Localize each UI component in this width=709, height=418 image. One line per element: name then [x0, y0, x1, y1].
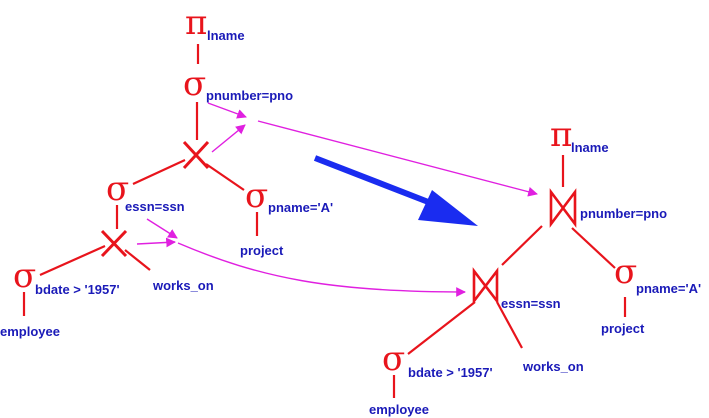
right-relation-project: project: [601, 321, 645, 336]
right-join-top-label: pnumber=pno: [580, 206, 667, 221]
magenta-arrows: [136, 102, 538, 297]
edge-join-top-join-bottom: [501, 225, 543, 266]
arrow-point-to-right-join-top: [257, 120, 538, 197]
left-select-essn-label: essn=ssn: [125, 199, 185, 214]
left-cross-top: [182, 140, 210, 170]
right-project-attr: lname: [571, 140, 609, 155]
right-join-bottom-label: essn=ssn: [501, 296, 561, 311]
edge-cross-sigma-bdate: [39, 244, 106, 277]
edge-cross-sigma-essn: [132, 159, 186, 185]
left-select-join-symbol: σ: [183, 64, 206, 104]
left-select-bdate-symbol: σ: [13, 256, 36, 296]
edge-join-bottom-sigma-bdate: [407, 301, 476, 355]
edge-join-bottom-works-on: [496, 301, 523, 349]
right-relation-works-on: works_on: [522, 359, 584, 374]
left-select-pname-label: pname='A': [268, 200, 333, 215]
left-select-join-label: pnumber=pno: [206, 88, 293, 103]
right-tree-edges: [392, 155, 627, 398]
right-join-top: [549, 188, 577, 228]
right-select-pname-symbol: σ: [614, 252, 637, 292]
left-relation-project: project: [240, 243, 284, 258]
right-select-bdate-label: bdate > '1957': [408, 365, 493, 380]
right-project-symbol: π: [550, 115, 572, 155]
right-join-bottom: [472, 267, 499, 305]
left-relation-employee: employee: [0, 324, 60, 339]
left-select-essn-symbol: σ: [106, 169, 129, 209]
left-cross-bottom: [100, 229, 128, 258]
right-select-pname-label: pname='A': [636, 281, 701, 296]
right-relation-employee: employee: [369, 402, 429, 417]
edge-cross-works-on: [124, 249, 151, 271]
left-tree-edges: [22, 44, 259, 316]
left-select-bdate-label: bdate > '1957': [35, 282, 120, 297]
arrow-cross-to-point: [211, 124, 246, 153]
left-project-symbol: π: [185, 3, 207, 43]
arrow-point-to-right-join-bottom: [177, 242, 466, 297]
left-relation-works-on: works_on: [152, 278, 214, 293]
arrow-sigma-label-to-point: [207, 102, 247, 119]
left-project-attr: lname: [207, 28, 245, 43]
right-select-bdate-symbol: σ: [382, 339, 405, 379]
edge-cross-sigma-pname: [205, 163, 245, 191]
arrow-essn-label-to-point: [146, 218, 178, 239]
transformation-arrow: [313, 155, 478, 226]
arrow-cross-bottom-to-point: [136, 237, 176, 248]
edge-join-top-sigma-pname: [571, 227, 616, 269]
left-select-pname-symbol: σ: [245, 176, 268, 216]
